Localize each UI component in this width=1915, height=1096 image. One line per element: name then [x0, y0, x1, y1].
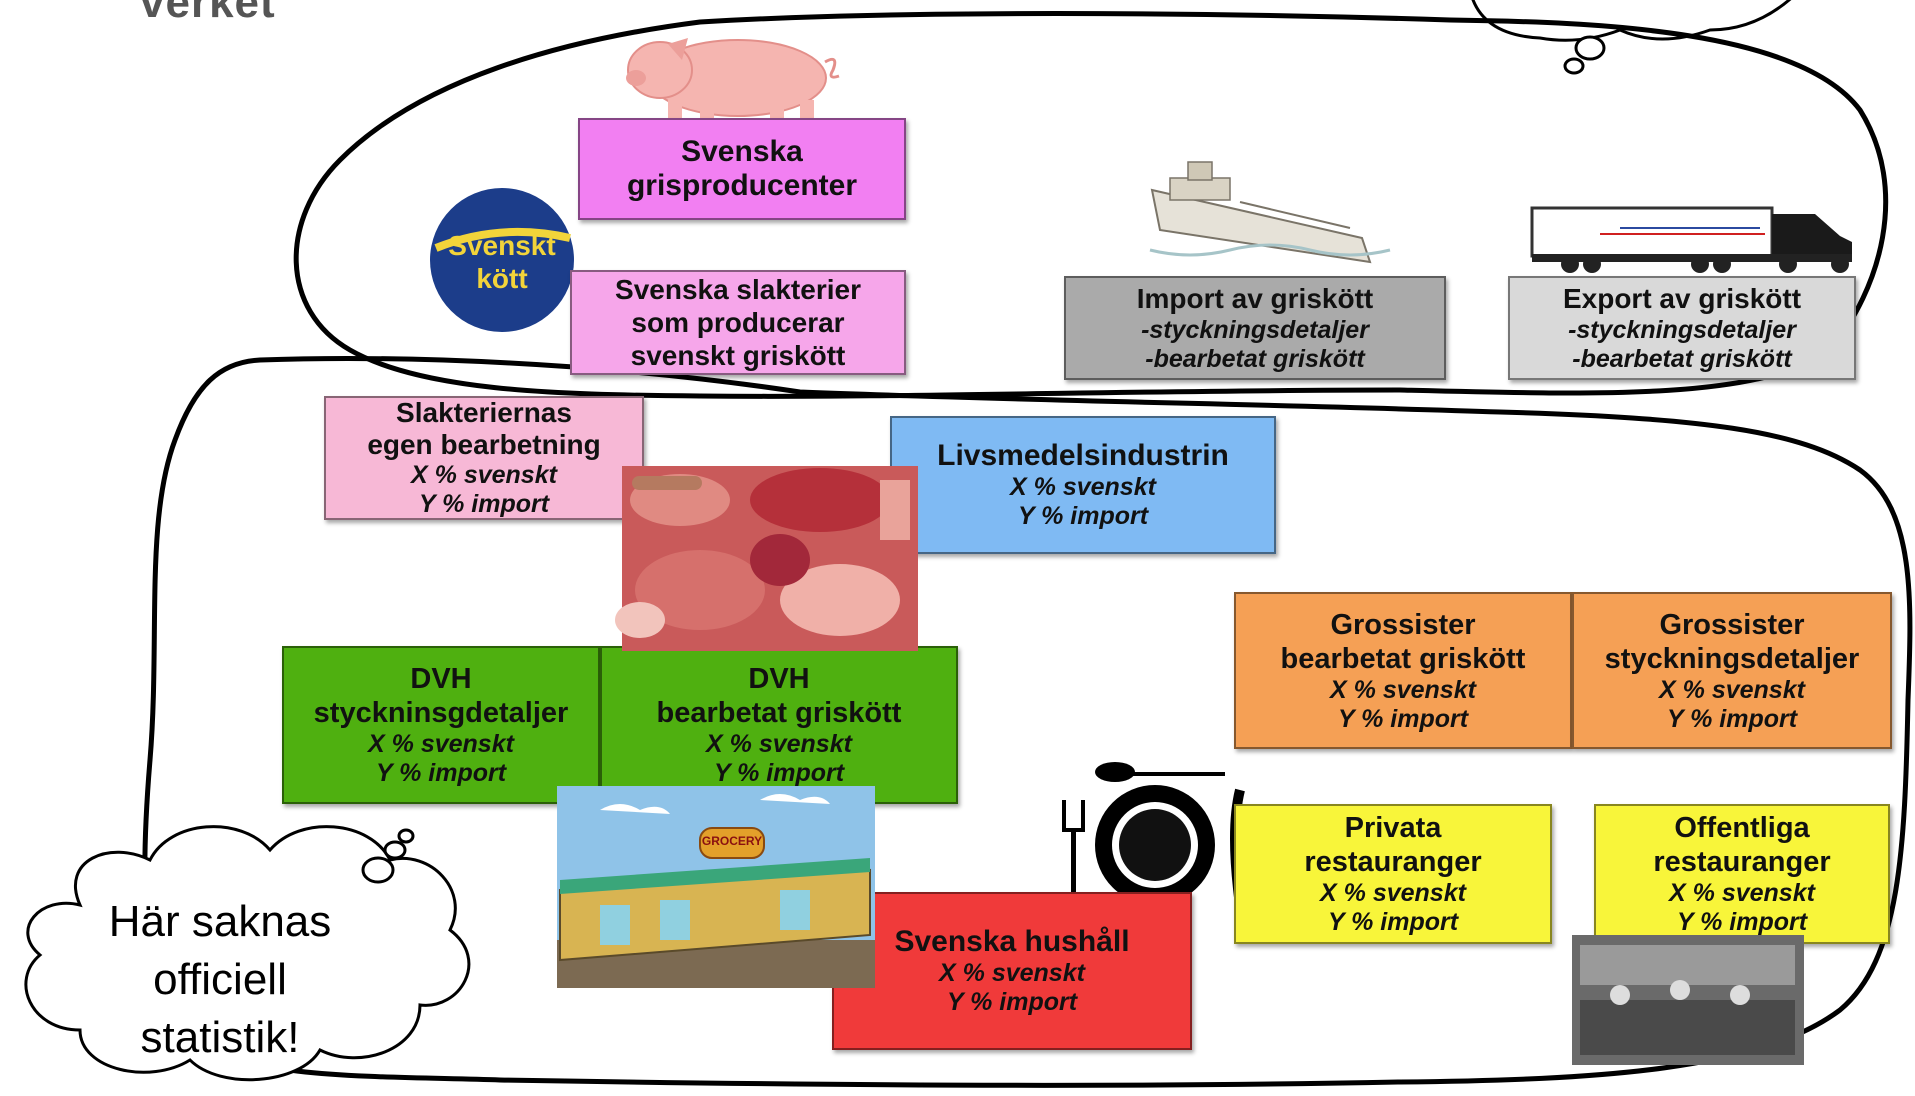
- svenska-hushall-box: Svenska hushåll X % svenskt Y % import: [832, 892, 1192, 1050]
- box-sub-2: Y % import: [418, 490, 550, 518]
- box-title-line: styckningsdetaljer: [1604, 642, 1860, 675]
- box-title-line: Grossister: [1659, 608, 1805, 641]
- box-sub-1: X % svenskt: [411, 461, 557, 489]
- livsmedelsindustrin-box: Livsmedelsindustrin X % svenskt Y % impo…: [890, 416, 1276, 554]
- svenskt-kott-logo: Svenskt kött: [430, 188, 574, 332]
- grocery-store-image: GROCERY: [557, 786, 875, 988]
- box-sub-1: X % svenskt: [1669, 879, 1815, 907]
- box-title-line: bearbetat griskött: [656, 697, 902, 729]
- pig-illustration: [626, 38, 840, 122]
- logo-line1: Svenskt: [448, 230, 555, 261]
- thought-cloud-bottom: [24, 825, 471, 1082]
- cloud-line: officiell: [153, 955, 287, 1004]
- box-title: Livsmedelsindustrin: [937, 439, 1229, 472]
- logo-line2: kött: [476, 263, 527, 294]
- import-box: Import av griskött -styckningsdetaljer -…: [1064, 276, 1446, 380]
- box-sub-2: Y % import: [1666, 704, 1798, 733]
- box-sub-1: X % svenskt: [1330, 675, 1476, 704]
- box-title: Export av griskött: [1562, 283, 1802, 314]
- thought-cloud-top: [1471, 0, 1792, 75]
- box-title: Import av griskött: [1136, 283, 1374, 314]
- box-title-line: Svenska: [681, 135, 803, 168]
- box-sub-2: Y % import: [1337, 704, 1469, 733]
- cloud-text: Här saknas officiell statistik!: [70, 893, 370, 1067]
- box-sub-1: X % svenskt: [939, 959, 1085, 987]
- cloud-line: statistik!: [140, 1013, 300, 1062]
- privata-restauranger-box: Privata restauranger X % svenskt Y % imp…: [1234, 804, 1552, 944]
- box-sub-2: Y % import: [713, 759, 845, 787]
- box-title-line: restauranger: [1653, 846, 1831, 878]
- box-title-line: Offentliga: [1674, 812, 1810, 844]
- grossister-bearbetat-box: Grossister bearbetat griskött X % svensk…: [1234, 592, 1572, 749]
- cloud-line: Här saknas: [108, 897, 332, 946]
- box-sub-1: X % svenskt: [1010, 473, 1156, 501]
- box-sub-2: Y % import: [1327, 908, 1459, 936]
- box-sub-1: -styckningsdetaljer: [1568, 316, 1796, 344]
- offentliga-restauranger-box: Offentliga restauranger X % svenskt Y % …: [1594, 804, 1890, 944]
- box-sub-1: X % svenskt: [1320, 879, 1466, 907]
- box-sub-1: X % svenskt: [706, 730, 852, 758]
- box-title-line: bearbetat griskött: [1280, 642, 1526, 675]
- box-title-line: DVH: [748, 663, 810, 695]
- plate-cutlery-icon: [1060, 762, 1250, 915]
- truck-illustration: [1530, 206, 1852, 273]
- box-title-line: Svenska slakterier: [615, 274, 861, 305]
- upper-region-outline: [293, 11, 1889, 399]
- box-sub-1: X % svenskt: [1659, 675, 1805, 704]
- box-title-line: styckninsgdetaljer: [313, 697, 569, 729]
- box-title: Svenska hushåll: [894, 925, 1130, 958]
- box-title-line: restauranger: [1304, 846, 1482, 878]
- header-fragment: verket: [140, 0, 276, 27]
- box-title-line: Slakteriernas: [396, 397, 572, 428]
- box-sub-1: X % svenskt: [368, 730, 514, 758]
- slakteriernas-bearbetning-box: Slakteriernas egen bearbetning X % svens…: [324, 396, 644, 520]
- box-sub-2: Y % import: [946, 988, 1078, 1016]
- meat-photo: [622, 466, 918, 651]
- box-sub-2: Y % import: [1017, 502, 1149, 530]
- box-title-line: Privata: [1344, 812, 1442, 844]
- box-title-line: Grossister: [1330, 608, 1476, 641]
- public-kitchen-photo: [1572, 935, 1804, 1065]
- box-sub-2: Y % import: [375, 759, 507, 787]
- box-title-line: DVH: [410, 663, 472, 695]
- box-title-line: svenskt griskött: [630, 340, 846, 371]
- box-sub-2: -bearbetat griskött: [1572, 345, 1792, 373]
- svenska-slakterier-box: Svenska slakterier som producerar svensk…: [570, 270, 906, 375]
- box-sub-1: -styckningsdetaljer: [1141, 316, 1369, 344]
- dvh-bearbetat-box: DVH bearbetat griskött X % svenskt Y % i…: [600, 646, 958, 804]
- grocery-sign-label: GROCERY: [701, 834, 763, 848]
- box-sub-2: -bearbetat griskött: [1145, 345, 1365, 373]
- export-box: Export av griskött -styckningsdetaljer -…: [1508, 276, 1856, 380]
- svenska-grisproducenter-box: Svenska grisproducenter: [578, 118, 906, 220]
- ship-illustration: [1149, 161, 1391, 264]
- grossister-styckningsdetaljer-box: Grossister styckningsdetaljer X % svensk…: [1572, 592, 1892, 749]
- box-title-line: egen bearbetning: [367, 429, 601, 460]
- box-title-line: som producerar: [631, 307, 845, 338]
- dvh-styckningsdetaljer-box: DVH styckninsgdetaljer X % svenskt Y % i…: [282, 646, 600, 804]
- box-sub-2: Y % import: [1676, 908, 1808, 936]
- box-title-line: grisproducenter: [626, 169, 858, 202]
